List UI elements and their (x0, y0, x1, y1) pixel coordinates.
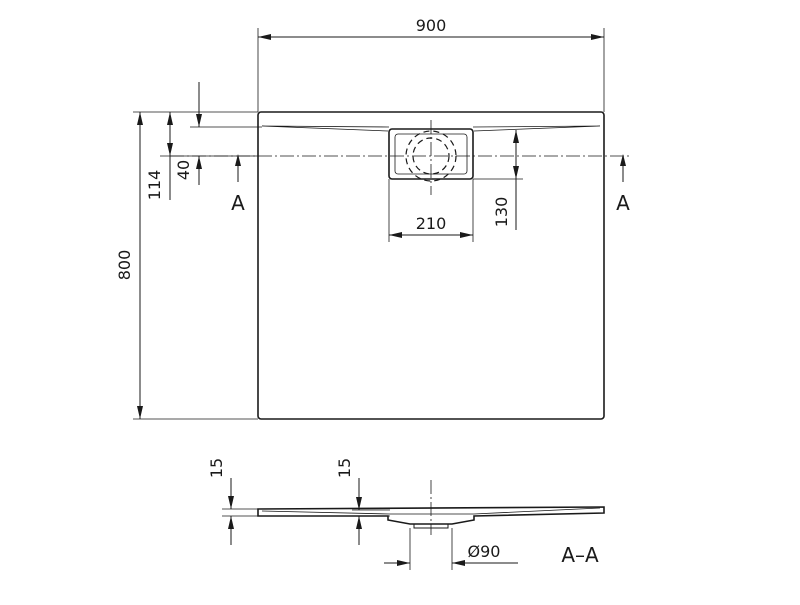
dimension-114-label: 114 (145, 170, 164, 201)
section-label: A–A (561, 543, 599, 567)
dimension-210-label: 210 (416, 214, 447, 233)
section-arrow-right (620, 154, 626, 182)
section-marker-right: A (616, 191, 630, 215)
dimension-diameter-90 (384, 528, 518, 570)
dimension-15-left (222, 478, 262, 545)
dimension-40 (190, 82, 262, 185)
dimension-210 (388, 179, 474, 242)
dimension-15-mid (352, 478, 390, 545)
dimension-800-label: 800 (115, 250, 134, 281)
tray-outline (257, 111, 605, 420)
dimension-800 (133, 111, 258, 420)
dimension-900 (257, 28, 605, 112)
drain-channel (261, 125, 601, 132)
section-arrow-left (235, 154, 241, 182)
dimension-15-left-label: 15 (207, 458, 226, 478)
dimension-15-mid-label: 15 (335, 458, 354, 478)
dimension-130 (473, 130, 523, 230)
dimension-114 (160, 112, 258, 200)
dimension-130-label: 130 (492, 197, 511, 228)
section-marker-left: A (231, 191, 245, 215)
dimension-900-label: 900 (416, 16, 447, 35)
dimension-diameter-90-label: Ø90 (468, 542, 501, 561)
dimension-40-label: 40 (174, 160, 193, 180)
